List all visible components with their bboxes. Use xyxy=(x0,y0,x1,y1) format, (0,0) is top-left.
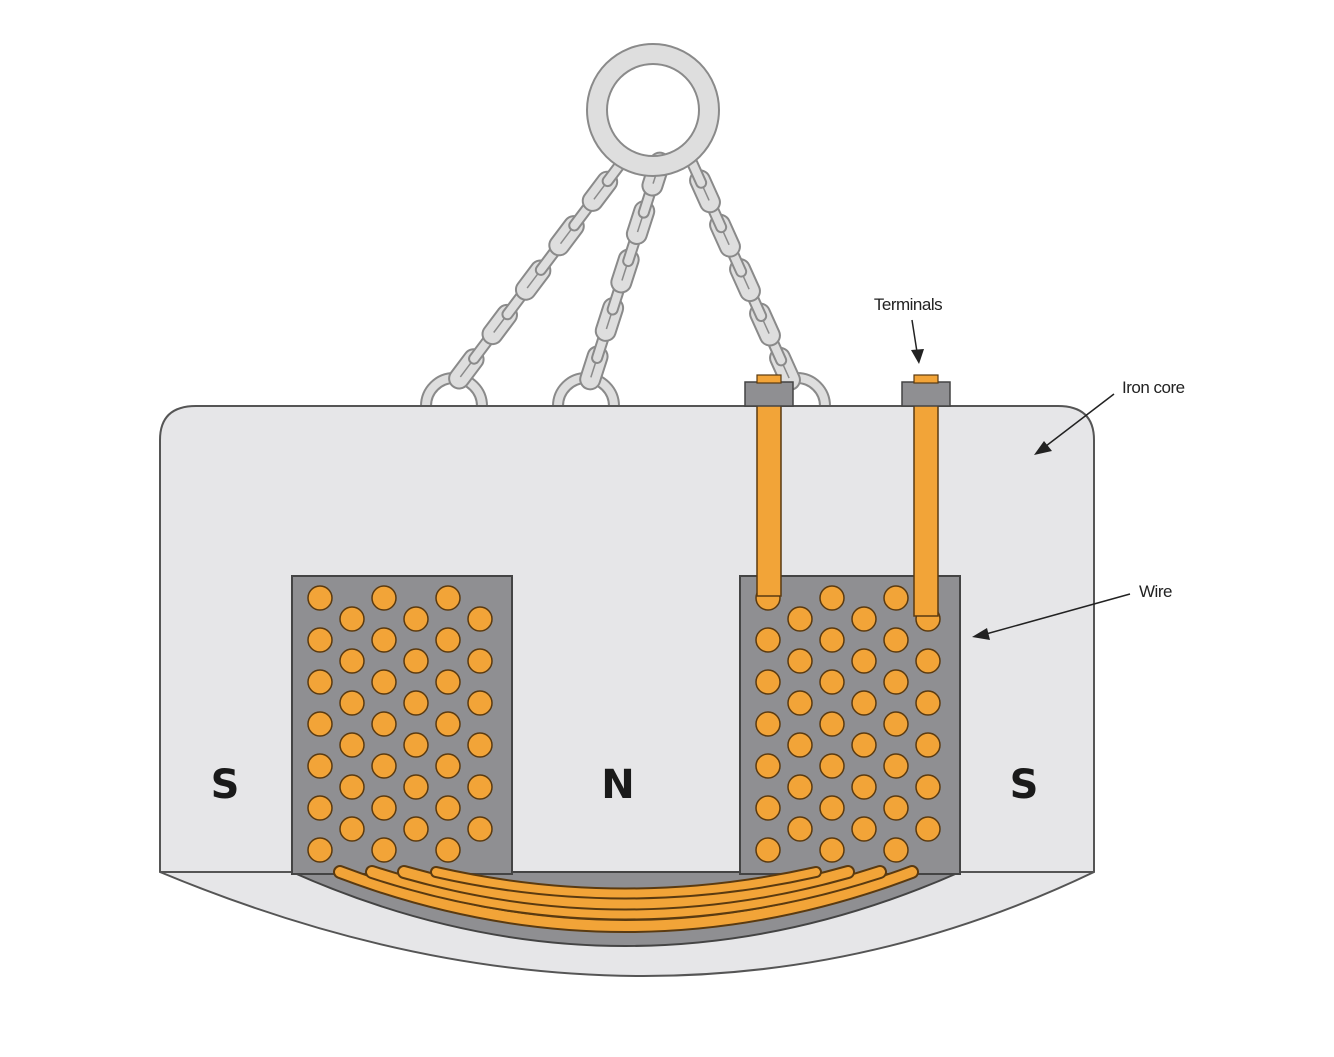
wire-strand xyxy=(403,648,429,674)
wire-strand xyxy=(435,669,461,695)
wire-strand xyxy=(755,669,781,695)
wire-strand xyxy=(467,606,493,632)
wire-strand xyxy=(915,732,941,758)
wire-strand xyxy=(883,795,909,821)
wire-strand xyxy=(851,690,877,716)
wire-strand xyxy=(435,753,461,779)
wire-strand xyxy=(883,837,909,863)
wire-strand xyxy=(307,795,333,821)
wire-strand xyxy=(307,627,333,653)
pole-label-left: S xyxy=(211,762,240,808)
iron-core-label: Iron core xyxy=(1122,378,1185,397)
wire-strand xyxy=(403,690,429,716)
wire-strand xyxy=(307,837,333,863)
wire-strand xyxy=(339,606,365,632)
terminals-arrow xyxy=(911,319,924,364)
wire-strand xyxy=(755,837,781,863)
wire-strand xyxy=(435,795,461,821)
wire-strand xyxy=(787,690,813,716)
wire-strand xyxy=(371,585,397,611)
wire-bottom-arcs xyxy=(333,865,919,933)
terminal-left xyxy=(744,374,794,597)
wire-strand xyxy=(819,837,845,863)
wire-strand xyxy=(915,774,941,800)
wire-strand xyxy=(339,648,365,674)
wire-strand xyxy=(371,795,397,821)
wire-strand xyxy=(851,732,877,758)
wire-strand xyxy=(787,648,813,674)
wire-strand xyxy=(467,648,493,674)
wire-strand xyxy=(371,711,397,737)
wire-strand xyxy=(307,585,333,611)
wire-strand xyxy=(755,795,781,821)
wire-strand xyxy=(787,816,813,842)
terminal-right xyxy=(901,374,951,617)
wire-arrow xyxy=(972,593,1131,640)
wire-strand xyxy=(307,753,333,779)
wire-strand xyxy=(307,669,333,695)
wire-strand xyxy=(915,648,941,674)
wire-strand xyxy=(371,753,397,779)
wire-strand xyxy=(851,816,877,842)
pole-label-right: S xyxy=(1010,762,1039,808)
wire-strand xyxy=(371,669,397,695)
wire-strand xyxy=(755,753,781,779)
wire-strand xyxy=(435,585,461,611)
pole-label-center: N xyxy=(601,762,634,808)
wire-strand xyxy=(467,774,493,800)
chain-icon xyxy=(420,43,831,407)
terminals-label: Terminals xyxy=(874,295,942,314)
wire-strand xyxy=(819,795,845,821)
wire-strand xyxy=(755,711,781,737)
wire-strand xyxy=(883,669,909,695)
wire-strand xyxy=(403,816,429,842)
wire-strand xyxy=(787,774,813,800)
wire-strand xyxy=(883,711,909,737)
wire-strand xyxy=(755,627,781,653)
wire-strand xyxy=(403,774,429,800)
wire-strand xyxy=(851,774,877,800)
wire-strand xyxy=(819,711,845,737)
wire-strand xyxy=(339,690,365,716)
wire-strand xyxy=(403,606,429,632)
wire-strand xyxy=(467,732,493,758)
wire-label: Wire xyxy=(1139,582,1172,601)
wire-strand xyxy=(435,837,461,863)
wire-strand xyxy=(403,732,429,758)
wire-strand xyxy=(851,606,877,632)
wire-strand xyxy=(819,627,845,653)
ring-icon xyxy=(586,43,720,177)
wire-strand xyxy=(883,627,909,653)
wire-strand xyxy=(819,585,845,611)
left-slot-wire-bundle xyxy=(307,585,493,863)
iron-core-arrow xyxy=(1034,393,1115,455)
wire-strand xyxy=(435,627,461,653)
wire-strand xyxy=(819,753,845,779)
wire-strand xyxy=(467,690,493,716)
wire-strand xyxy=(339,774,365,800)
wire-strand xyxy=(851,648,877,674)
wire-strand xyxy=(371,627,397,653)
wire-strand xyxy=(883,585,909,611)
wire-strand xyxy=(883,753,909,779)
wire-strand xyxy=(435,711,461,737)
wire-strand xyxy=(467,816,493,842)
wire-strand xyxy=(339,732,365,758)
wire-strand xyxy=(787,732,813,758)
wire-strand xyxy=(787,606,813,632)
wire-strand xyxy=(371,837,397,863)
wire-strand xyxy=(915,816,941,842)
wire-strand xyxy=(915,690,941,716)
wire-strand xyxy=(339,816,365,842)
wire-strand xyxy=(819,669,845,695)
wire-strand xyxy=(307,711,333,737)
